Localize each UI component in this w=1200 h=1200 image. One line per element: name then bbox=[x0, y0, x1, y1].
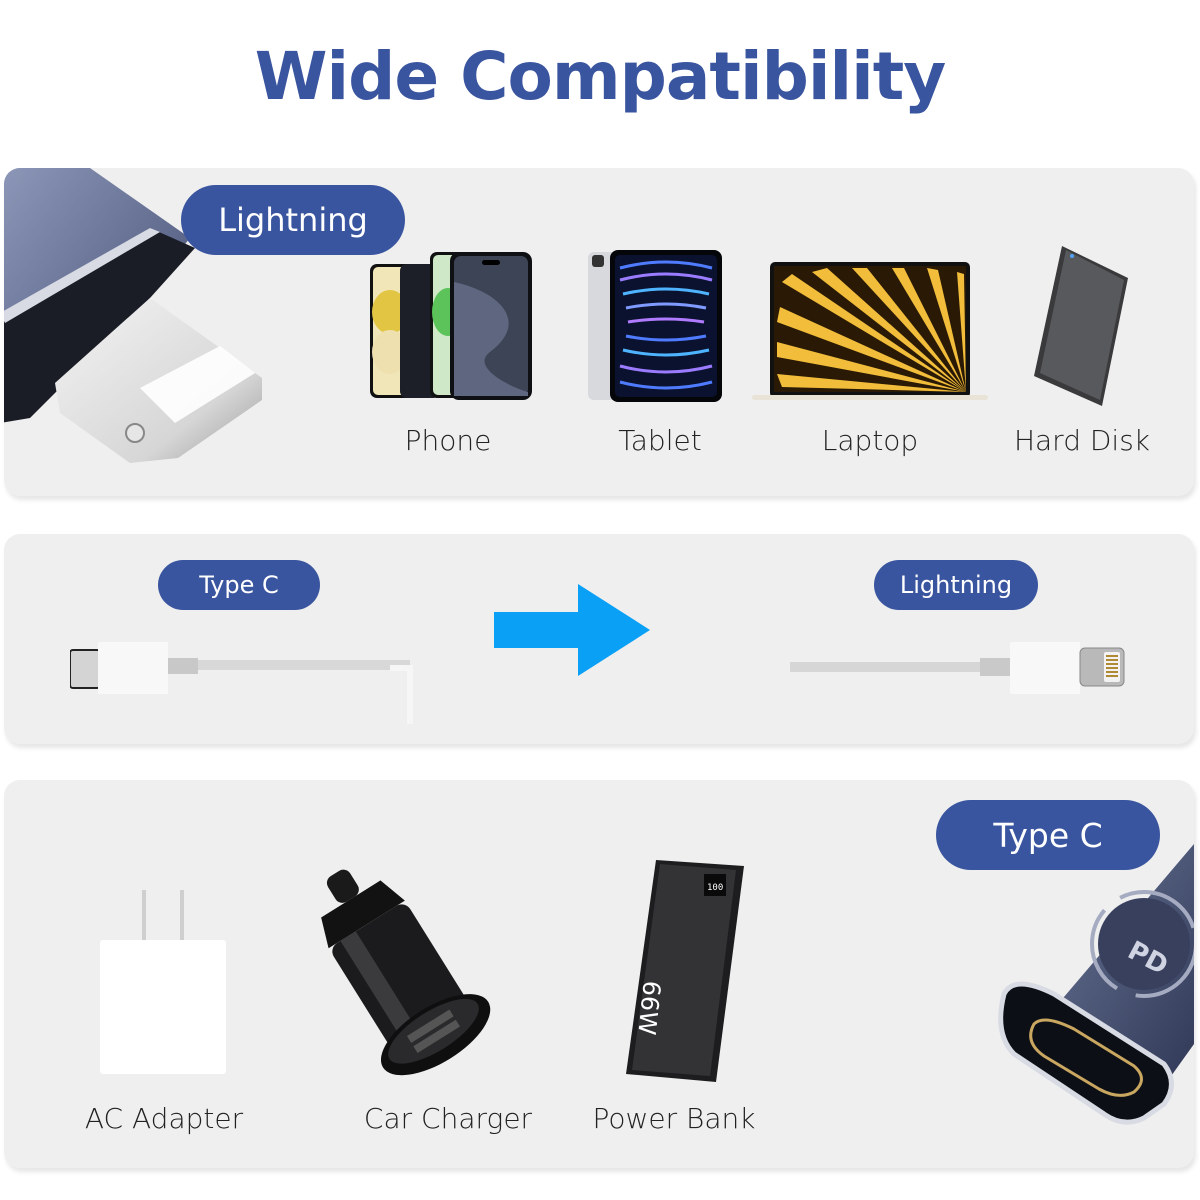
type-c-source-badge: Type C bbox=[158, 560, 320, 610]
device-label-hard-disk: Hard Disk bbox=[1013, 424, 1151, 457]
laptop-icon bbox=[752, 262, 988, 400]
lightning-badge: Lightning bbox=[181, 185, 405, 255]
power-bank-wattage: 66W bbox=[632, 979, 666, 1036]
power-bank-display: 100 bbox=[707, 883, 723, 893]
usb-c-cable-icon bbox=[70, 642, 413, 724]
device-label-ac-adapter: AC Adapter bbox=[84, 1102, 244, 1135]
type-c-devices-panel: AC Adapter Car Charger 100 66W Power Ban… bbox=[4, 780, 1194, 1168]
type-c-badge-label: Type C bbox=[993, 815, 1103, 855]
lightning-cable-icon bbox=[790, 642, 1125, 694]
lightning-target-badge-label: Lightning bbox=[899, 571, 1013, 599]
ac-adapter-icon bbox=[100, 890, 226, 1074]
car-charger-icon bbox=[321, 869, 491, 1076]
tablet-icon bbox=[588, 250, 722, 402]
arrow-right-icon bbox=[494, 584, 650, 676]
phone-icon bbox=[370, 252, 532, 400]
lightning-badge-label: Lightning bbox=[218, 201, 368, 239]
lightning-target-badge: Lightning bbox=[874, 560, 1038, 610]
device-label-phone: Phone bbox=[404, 424, 492, 457]
type-c-source-badge-label: Type C bbox=[199, 571, 279, 599]
device-label-tablet: Tablet bbox=[618, 424, 702, 457]
lightning-plug-adapter-icon bbox=[4, 168, 262, 463]
usb-c-female-adapter-icon: PD bbox=[998, 844, 1194, 1125]
page-title: Wide Compatibility bbox=[254, 38, 947, 115]
conversion-panel: Type C Lightning bbox=[4, 534, 1194, 744]
lightning-devices-panel: Lightning Phone Tabl bbox=[4, 168, 1194, 496]
device-label-power-bank: Power Bank bbox=[592, 1102, 756, 1135]
hard-disk-icon bbox=[1034, 246, 1128, 406]
type-c-badge: Type C bbox=[936, 800, 1160, 870]
power-bank-icon: 100 66W bbox=[626, 860, 744, 1082]
device-label-laptop: Laptop bbox=[821, 424, 919, 457]
device-label-car-charger: Car Charger bbox=[363, 1102, 533, 1135]
